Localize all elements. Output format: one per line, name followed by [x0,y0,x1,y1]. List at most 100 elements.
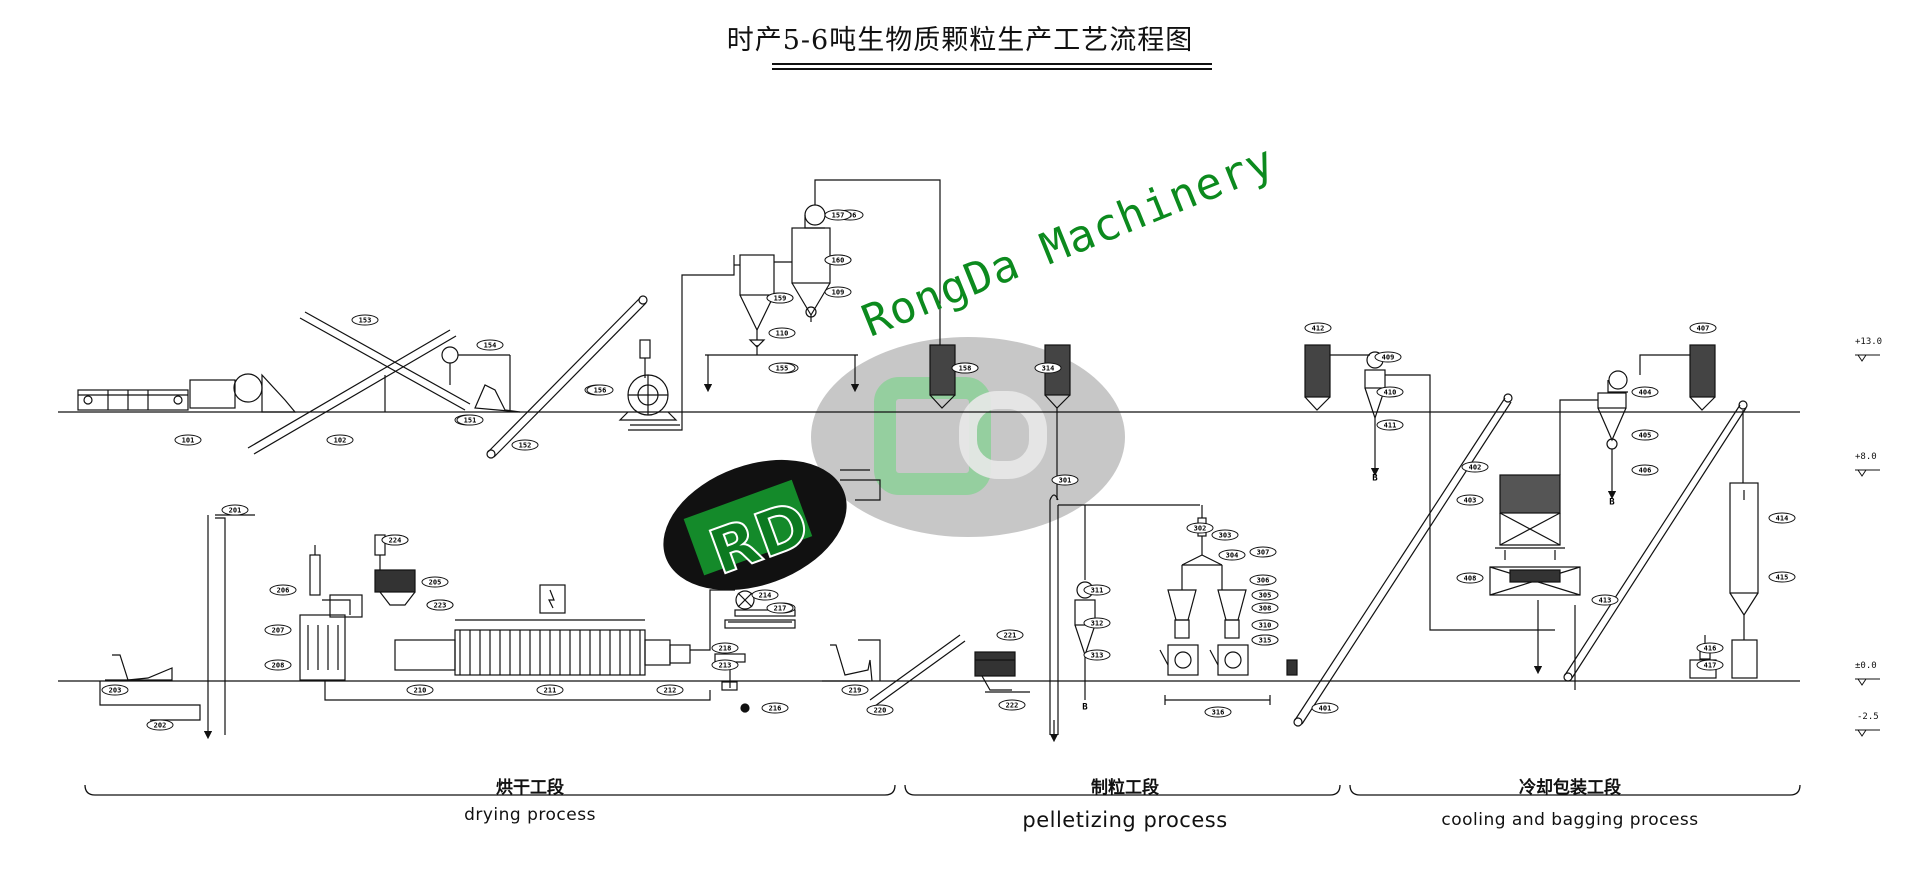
control-cabinet [539,584,566,614]
tag-text: 156 [594,387,607,395]
elevation-label-pit: -2.5 [1857,712,1879,722]
tag-109: 109 [824,286,852,298]
tag-text: 311 [1091,587,1104,595]
tag-417: 417 [1696,659,1724,671]
tag-text: 410 [1384,389,1397,397]
feeding-pit [99,681,201,721]
diagram-title: 时产5-6吨生物质颗粒生产工艺流程图 [726,25,1194,56]
inclined-elevator-413 [1564,404,1741,676]
tag-text: 302 [1194,525,1207,533]
upper-equipment [77,179,1071,500]
tag-155: 155 [768,362,796,374]
tag-302: 302 [1186,522,1214,534]
tag-219: 219 [841,684,869,696]
tag-b-tB1: B [1372,474,1378,484]
tag-text: 220 [874,707,887,715]
tag-text: 152 [519,442,532,450]
tag-405: 405 [1631,429,1659,441]
tag-110: 110 [768,327,796,339]
tag-text: 417 [1704,662,1717,670]
tag-text: 312 [1091,620,1104,628]
tag-410: 410 [1376,386,1404,398]
hot-air-furnace [299,545,363,681]
tag-223: 223 [426,599,454,611]
pellet-mill-1 [1159,565,1199,676]
tag-text: 224 [389,537,402,545]
tag-text: 405 [1639,432,1652,440]
tag-text: 301 [1059,477,1072,485]
tag-text: 159 [774,295,787,303]
tag-text: 415 [1776,574,1789,582]
tag-text: 305 [1259,592,1272,600]
tag-153: 153 [351,314,379,326]
pellet-mill-2 [1209,565,1249,676]
tag-text: 416 [1704,645,1717,653]
tag-207: 207 [264,624,292,636]
tag-text: 109 [832,289,845,297]
title-underline-1 [772,63,1212,65]
tag-text: 207 [272,627,285,635]
cyclone-410 [1364,351,1555,631]
magnetic-separator [441,346,459,364]
tag-157: 157 [824,209,852,221]
tag-308: 308 [1251,602,1279,614]
fan-404 [1559,370,1628,500]
tag-202: 202 [146,719,174,731]
tag-203: 203 [101,684,129,696]
tag-text: 221 [1004,632,1017,640]
tag-text: 110 [776,330,789,338]
tag-311: 311 [1083,584,1111,596]
tag-text: 217 [774,605,787,613]
tag-text: 402 [1469,464,1482,472]
tag-text: 211 [544,687,557,695]
tag-212: 212 [656,684,684,696]
tag-315: 315 [1251,634,1279,646]
inclined-conveyor-156 [487,297,641,453]
tag-214: 214 [751,589,779,601]
wood-chipper [189,379,236,409]
tag-text: 306 [1257,577,1270,585]
tag-201: 201 [221,504,249,516]
pelletizing-equipment [1049,494,1298,743]
tag-text: 202 [154,722,167,730]
tag-b-tB2: B [1609,498,1615,508]
tag-text: 413 [1599,597,1612,605]
tag-216: 216 [761,702,789,714]
tag-text: 403 [1464,497,1477,505]
tag-text: 310 [1259,622,1272,630]
tag-text: 406 [1639,467,1652,475]
screw-conveyor-152 [247,329,451,449]
tag-text: 408 [1464,575,1477,583]
belt-conveyor-151 [77,389,189,411]
inclined-elevator-401 [1294,397,1506,721]
tag-101: 101 [174,434,202,446]
bin-412 [1304,344,1370,411]
tag-220: 220 [866,704,894,716]
tag-211: 211 [536,684,564,696]
brace-pelletizing [904,784,1341,796]
tag-text: 316 [1212,709,1225,717]
fan-157 [804,179,941,345]
tag-text: 409 [1382,354,1395,362]
tag-text: B [1609,498,1615,508]
tag-160: 160 [824,254,852,266]
tag-text: 411 [1384,422,1397,430]
elevation-label-top: +13.0 [1855,337,1883,347]
tag-text: B [1082,703,1088,713]
drying-equipment [99,469,1030,740]
tag-221: 221 [996,629,1024,641]
tag-text: B [1372,474,1378,484]
tag-text: 412 [1312,325,1325,333]
tag-224: 224 [381,534,409,546]
tag-301: 301 [1051,474,1079,486]
tag-text: 154 [484,342,497,350]
tag-text: 155 [776,365,789,373]
tag-416: 416 [1696,642,1724,654]
tag-text: 404 [1639,389,1652,397]
tag-314: 314 [1034,362,1062,374]
tag-411: 411 [1376,419,1404,431]
tag-404: 404 [1631,386,1659,398]
tag-text: 401 [1319,705,1332,713]
tag-413: 413 [1591,594,1619,606]
feeder-154 [474,384,521,413]
